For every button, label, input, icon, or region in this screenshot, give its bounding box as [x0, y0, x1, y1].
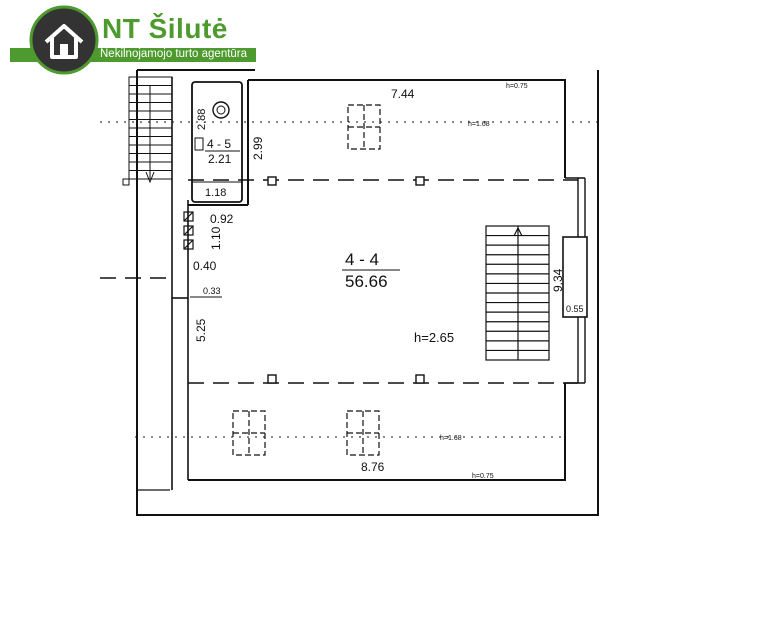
logo-circle: [29, 5, 99, 75]
left-staircase: [122, 76, 173, 186]
dim-right-wall: 0.55: [566, 304, 584, 314]
vent-boxes: [183, 211, 194, 250]
dim-wall-gap2: 0.33: [203, 286, 221, 296]
main-room-walls: [188, 79, 566, 481]
roof-dashed-lines: [100, 179, 578, 384]
dim-wall-gap: 0.40: [193, 259, 217, 273]
outer-walls: [136, 69, 599, 516]
wc-room-id: 4 - 5: [207, 137, 231, 151]
dim-left-length: 5.25: [194, 318, 208, 342]
wc-room: [191, 81, 243, 203]
dim-corridor-width: 0.92: [210, 212, 234, 226]
roof-windows: [232, 104, 381, 456]
dim-bottom-width: 8.76: [361, 460, 385, 474]
logo: [10, 5, 260, 75]
roof-line-markers: [267, 176, 425, 384]
main-room-height: h=2.65: [414, 330, 454, 345]
home-icon: [44, 24, 84, 59]
inner-staircase: [485, 225, 550, 361]
dim-wc-width-bottom: 1.18: [205, 187, 226, 199]
brand-tagline: Nekilnojamojo turto agentūra: [100, 48, 248, 60]
dim-top-width: 7.44: [391, 87, 415, 101]
height-dotted-lines: [100, 121, 598, 438]
height-top-eave: h=0.75: [506, 83, 528, 90]
brand-header: NT Šilutė Nekilnojamojo turto agentūra: [0, 0, 270, 78]
brand-name: NT Šilutė: [102, 13, 228, 44]
height-bottom-line: h=1.68: [440, 435, 462, 442]
main-room-area: 56.66: [345, 272, 388, 291]
inner-left-wall: [171, 77, 189, 490]
dim-wc-length: 2.88: [196, 109, 208, 130]
height-top-line: h=1.68: [468, 121, 490, 128]
wc-room-area: 2.21: [208, 152, 232, 166]
dim-corridor-length: 1.10: [209, 226, 223, 250]
height-bottom-eave: h=0.75: [472, 473, 494, 480]
right-wall: [562, 177, 588, 384]
main-room-id: 4 - 4: [345, 250, 379, 269]
dim-right-length: 9.34: [551, 268, 565, 292]
dim-wc-width-side: 2.99: [251, 136, 265, 160]
